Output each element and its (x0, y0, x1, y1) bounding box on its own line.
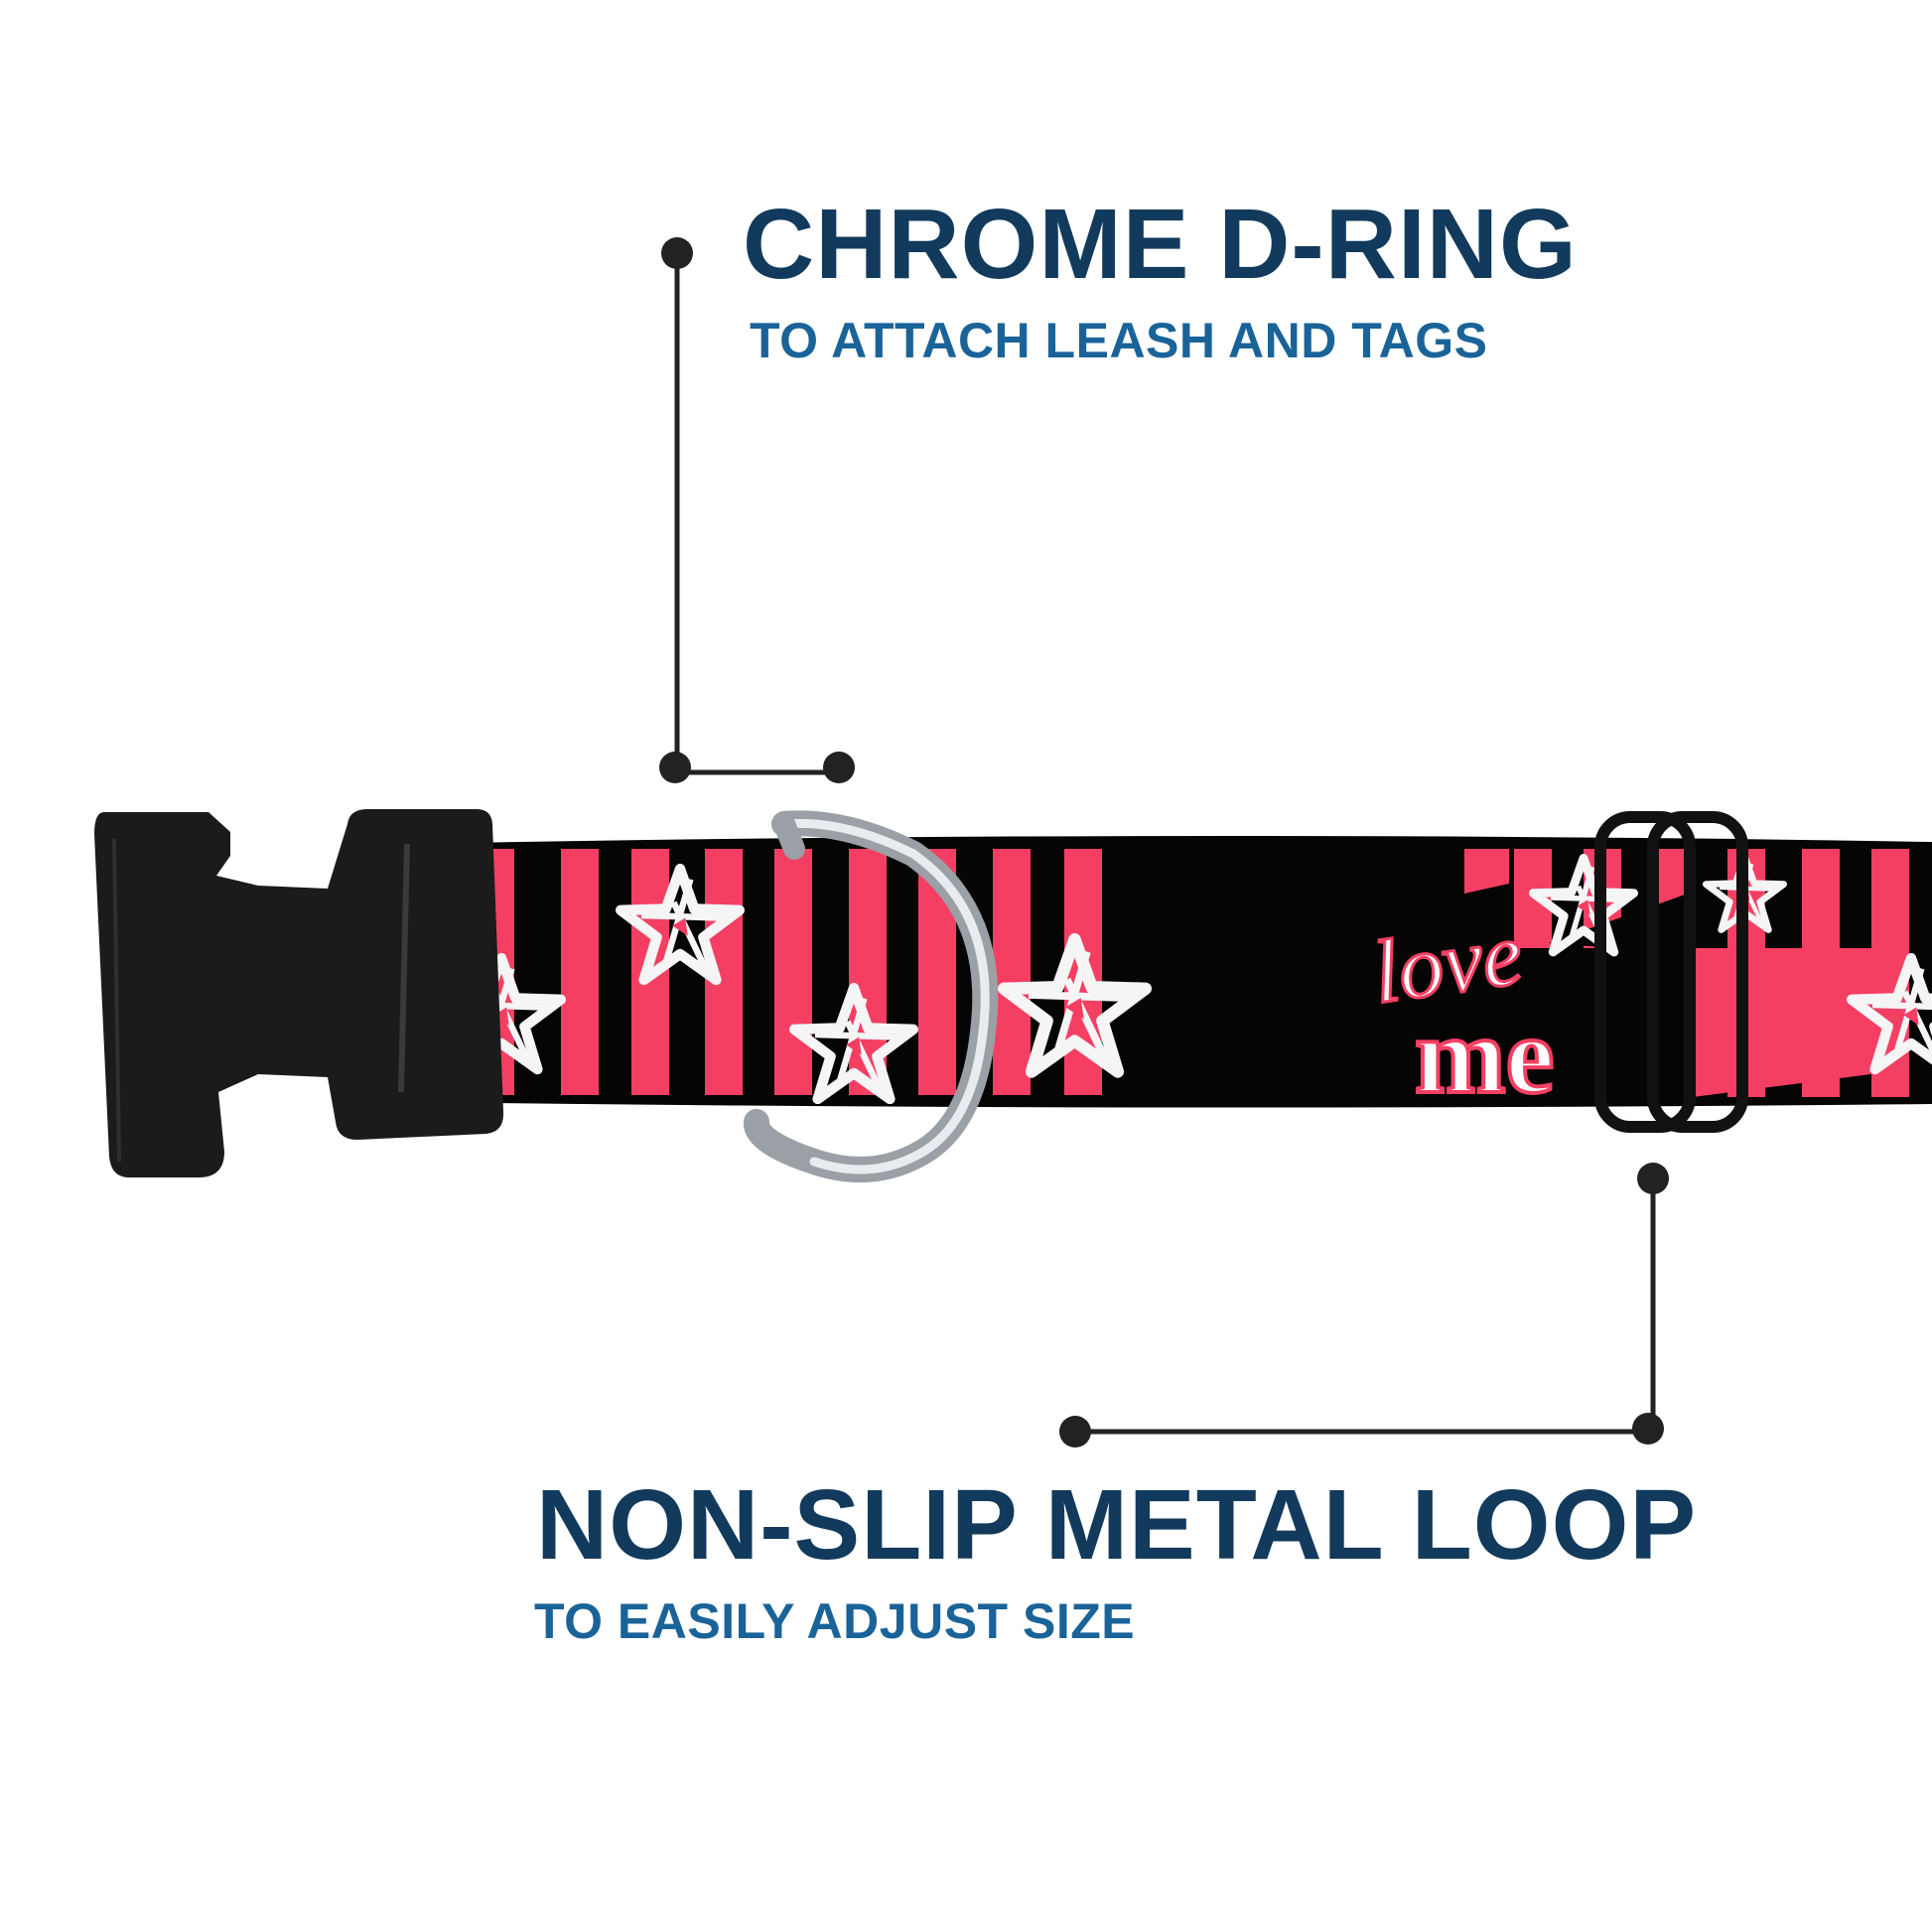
buckle-icon (94, 809, 504, 1177)
d-ring-title: CHROME D-RING (743, 189, 1578, 300)
leader-dot (1059, 1416, 1091, 1448)
d-ring-icon (744, 810, 999, 1182)
leader-dot (823, 752, 855, 783)
d-ring-subtitle: TO ATTACH LEASH AND TAGS (750, 313, 1488, 368)
slide-loop-icon (1594, 811, 1748, 1133)
leader-dot (659, 752, 691, 783)
leader-dot (661, 237, 693, 269)
collar-strap: love me (412, 835, 1932, 1116)
print-me: me (1415, 995, 1554, 1116)
d-ring-leader (659, 237, 855, 783)
loop-leader (1059, 1163, 1669, 1448)
loop-subtitle: TO EASILY ADJUST SIZE (534, 1593, 1136, 1649)
leader-dot (1637, 1163, 1669, 1194)
loop-title: NON-SLIP METAL LOOP (536, 1469, 1698, 1581)
leader-dot (1632, 1413, 1664, 1445)
print-love: love (1367, 904, 1528, 1023)
